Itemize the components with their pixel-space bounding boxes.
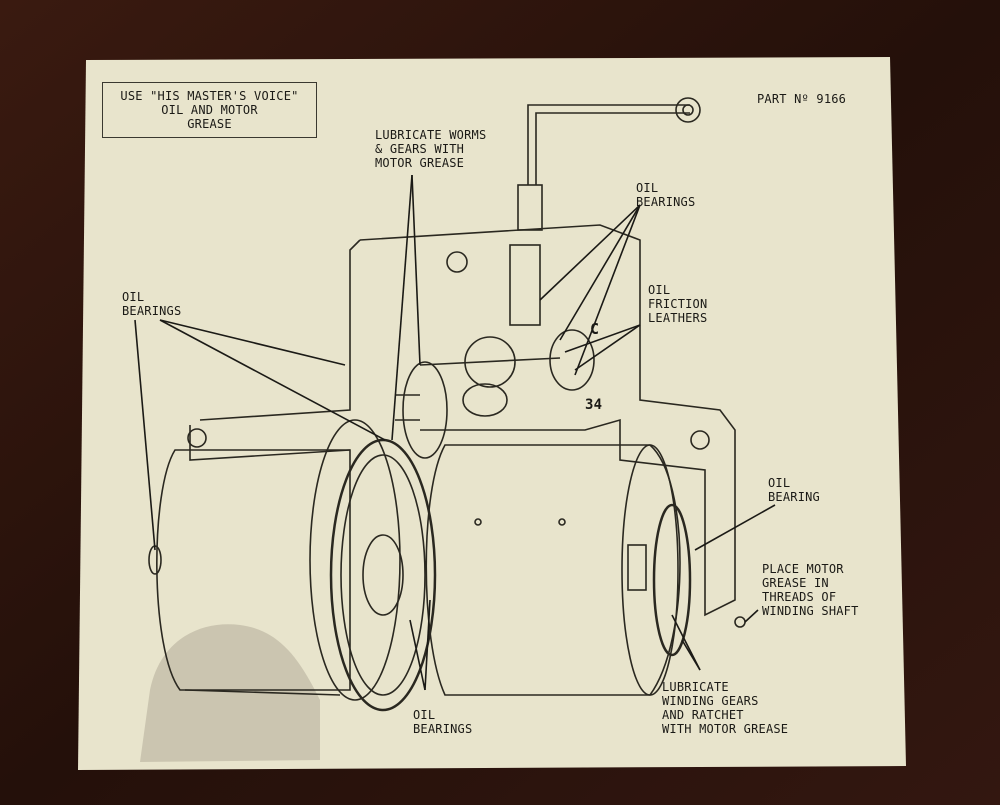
label-oil-friction-leathers: OIL FRICTION LEATHERS [648,283,708,325]
casting-letter: C [590,320,600,338]
instruction-card [78,57,906,770]
lubricant-brand-box: USE "HIS MASTER'S VOICE" OIL AND MOTOR G… [102,82,317,138]
label-oil-bearings-top: OIL BEARINGS [636,181,696,209]
label-place-motor-grease: PLACE MOTOR GREASE IN THREADS OF WINDING… [762,562,859,618]
pointer-arrows [134,174,776,691]
stain [140,624,320,762]
label-oil-bearing-right: OIL BEARING [768,476,820,504]
label-oil-bearings-left: OIL BEARINGS [122,290,182,318]
label-lubricate-winding-gears: LUBRICATE WINDING GEARS AND RATCHET WITH… [662,680,789,736]
motor-drawing [148,97,746,712]
label-oil-bearings-bottom: OIL BEARINGS [413,708,473,736]
casting-number: 34 [585,397,603,413]
label-lubricate-worms: LUBRICATE WORMS & GEARS WITH MOTOR GREAS… [375,128,487,170]
part-number: PART Nº 9166 [757,92,847,106]
